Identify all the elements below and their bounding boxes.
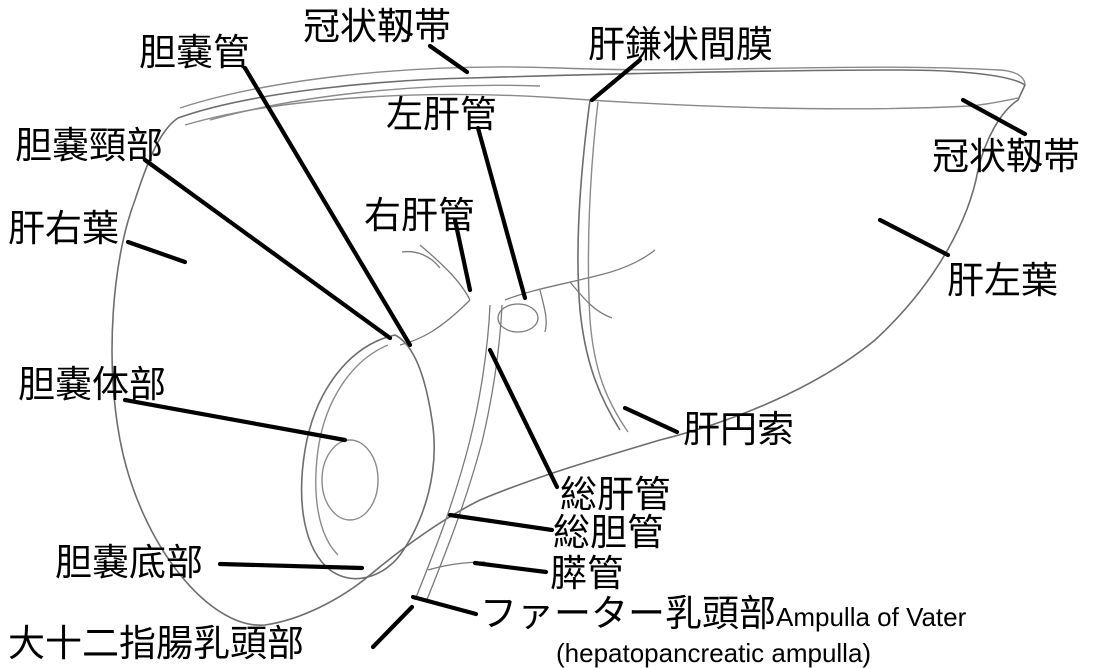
leader-common-hepatic: [490, 350, 557, 487]
leader-gallbladder-fundus: [220, 564, 362, 568]
leader-gallbladder-body: [125, 400, 345, 440]
label-coronary-ligament-right: 冠状靱帯: [932, 138, 1080, 175]
leader-coronary-right: [963, 100, 1025, 134]
leader-right-lobe: [128, 242, 185, 262]
label-gallbladder-body: 胆嚢体部: [18, 366, 166, 403]
label-right-hepatic-duct: 右肝管: [364, 197, 475, 234]
label-left-hepatic-duct: 左肝管: [386, 96, 497, 133]
leader-coronary-top: [430, 46, 467, 72]
leader-ampulla: [413, 597, 476, 614]
label-falciform-ligament: 肝鎌状間膜: [588, 26, 773, 63]
label-common-bile-duct: 総胆管: [553, 514, 664, 551]
label-duodenal-papilla: 大十二指腸乳頭部: [8, 625, 304, 662]
label-gallbladder-neck: 胆嚢頸部: [15, 127, 163, 164]
leader-falciform: [592, 60, 640, 100]
label-left-lobe: 肝左葉: [947, 262, 1058, 299]
label-round-ligament: 肝円索: [683, 411, 794, 448]
leader-common-bile: [450, 515, 552, 530]
label-cystic-duct: 胆嚢管: [139, 34, 250, 71]
label-pancreatic-duct: 膵管: [550, 555, 624, 592]
label-ampulla-en-sub: (hepatopancreatic ampulla): [556, 640, 871, 666]
label-ampulla-jp: ファーター乳頭部: [480, 595, 776, 632]
label-gallbladder-fundus: 胆嚢底部: [55, 544, 203, 581]
leader-pancreatic: [475, 563, 546, 572]
leader-round-ligament: [625, 408, 677, 432]
label-right-lobe: 肝右葉: [8, 210, 119, 247]
leader-left-lobe: [880, 220, 948, 255]
label-common-hepatic-duct: 総肝管: [560, 476, 671, 513]
leader-left-hepatic: [478, 128, 525, 298]
label-coronary-ligament-top: 冠状靱帯: [303, 8, 451, 45]
label-ampulla-en: Ampulla of Vater: [776, 604, 966, 630]
leader-duodenal-papilla: [373, 607, 412, 647]
